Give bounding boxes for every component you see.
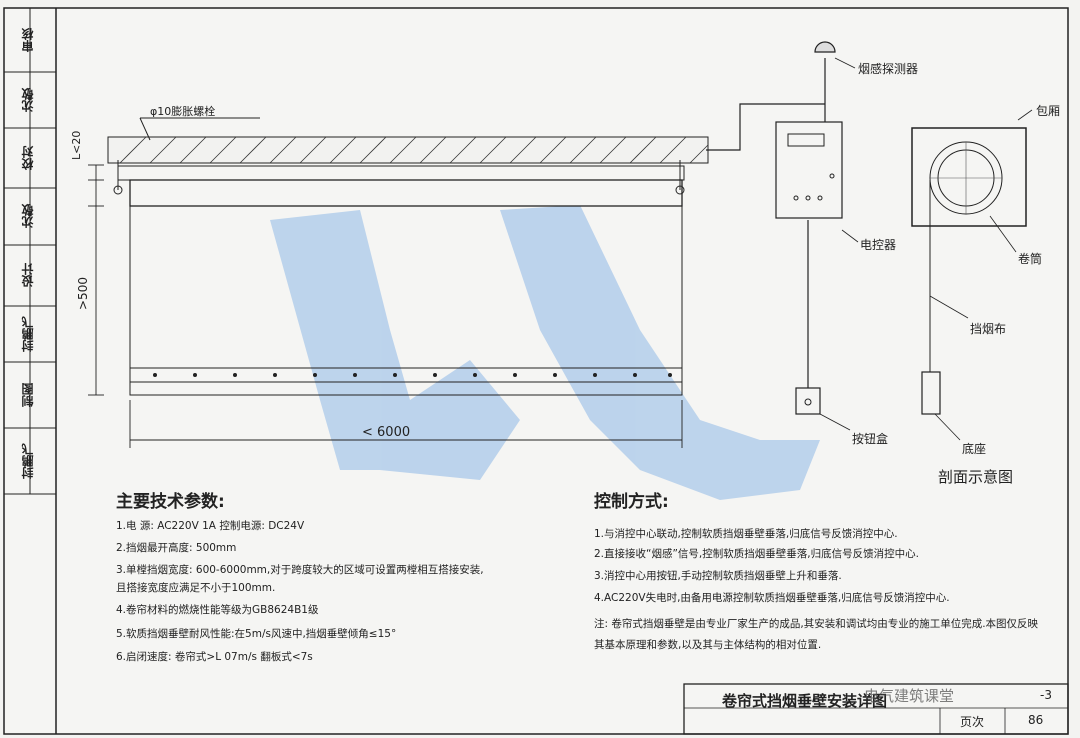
param-line: 且搭接宽度应满足不小于100mm. bbox=[116, 582, 276, 594]
smoke-cloth-label: 挡烟布 bbox=[970, 322, 1007, 336]
page-number: 86 bbox=[1028, 713, 1044, 727]
control-line: 3.消控中心用按钮,手动控制软质挡烟垂壁上升和垂落. bbox=[594, 570, 842, 582]
page-label: 页次 bbox=[960, 715, 985, 729]
sidebar-sign-2: 沈敬 bbox=[21, 204, 35, 229]
param-line: 5.软质挡烟垂壁耐风性能:在5m/s风速中,挡烟垂壁倾角≤15° bbox=[116, 628, 397, 640]
h500-label: >500 bbox=[76, 277, 90, 310]
control-note: 注: 卷帘式挡烟垂壁是由专业厂家生产的成品,其安装和调试均由专业的施工单位完成.… bbox=[594, 618, 1039, 651]
wiring bbox=[706, 41, 836, 388]
sidebar-sign-1: 沈敬 bbox=[21, 88, 35, 112]
controller-box bbox=[775, 121, 843, 219]
bottom-bar-label: 底座 bbox=[962, 442, 987, 456]
param-line: 3.单樘挡烟宽度: 600-6000mm,对于跨度较大的区域可设置两樘相互搭接安… bbox=[116, 564, 484, 576]
curtain-bottom-bar bbox=[129, 367, 683, 396]
control-line: 4.AC220V失电时,由备用电源控制软质挡烟垂壁垂落,归底信号反馈消控中心. bbox=[594, 592, 950, 604]
button-box-label: 按钮盒 bbox=[852, 432, 889, 446]
roller-label: 卷筒 bbox=[1018, 252, 1043, 266]
roller-housing bbox=[129, 179, 683, 207]
drawing-code: -3 bbox=[1040, 688, 1052, 702]
param-line: 6.启闭速度: 卷帘式>L 07m/s 翻板式<7s bbox=[116, 651, 313, 663]
control-title: 控制方式: bbox=[594, 492, 669, 512]
controller-label: 电控器 bbox=[860, 238, 897, 252]
section-diagram bbox=[911, 109, 1033, 441]
drawing-title: 卷帘式挡烟垂壁安装详图 bbox=[722, 692, 888, 710]
ceiling-slab bbox=[107, 136, 709, 164]
button-box bbox=[795, 387, 821, 415]
param-line: 2.挡烟最开高度: 500mm bbox=[116, 542, 237, 554]
sidebar-role-3: 设计 bbox=[21, 263, 35, 288]
control-line: 2.直接接收“烟感”信号,控制软质挡烟垂壁垂落,归底信号反馈消控中心. bbox=[594, 548, 919, 560]
control-line: 1.与消控中心联动,控制软质挡烟垂壁垂落,归底信号反馈消控中心. bbox=[594, 528, 898, 540]
w6000-label: < 6000 bbox=[362, 425, 411, 440]
sidebar-sign-4: 封鹏飞 bbox=[21, 443, 35, 479]
detector-label: 烟感探测器 bbox=[858, 62, 919, 76]
param-line: 1.电 源: AC220V 1A 控制电源: DC24V bbox=[116, 520, 305, 532]
l20-label: L<20 bbox=[70, 130, 83, 160]
wrap-board-label: 包厢 bbox=[1036, 104, 1061, 118]
sheet-border bbox=[3, 7, 1069, 735]
sidebar-role-4: 制图 bbox=[21, 383, 35, 407]
sidebar-sign-3: 封鹏飞 bbox=[21, 316, 35, 352]
param-line: 4.卷帘材料的燃烧性能等级为GB8624B1级 bbox=[116, 604, 319, 616]
params-title: 主要技术参数: bbox=[116, 492, 225, 512]
bolt-label: φ10膨胀螺栓 bbox=[150, 105, 216, 118]
watermark-logo bbox=[270, 205, 820, 500]
sidebar-role-2: 校对 bbox=[21, 146, 35, 170]
section-title: 剖面示意图 bbox=[938, 468, 1014, 486]
watermark-text: 电气建筑课堂 bbox=[864, 687, 955, 705]
sidebar-role-1: 审核 bbox=[21, 28, 35, 52]
